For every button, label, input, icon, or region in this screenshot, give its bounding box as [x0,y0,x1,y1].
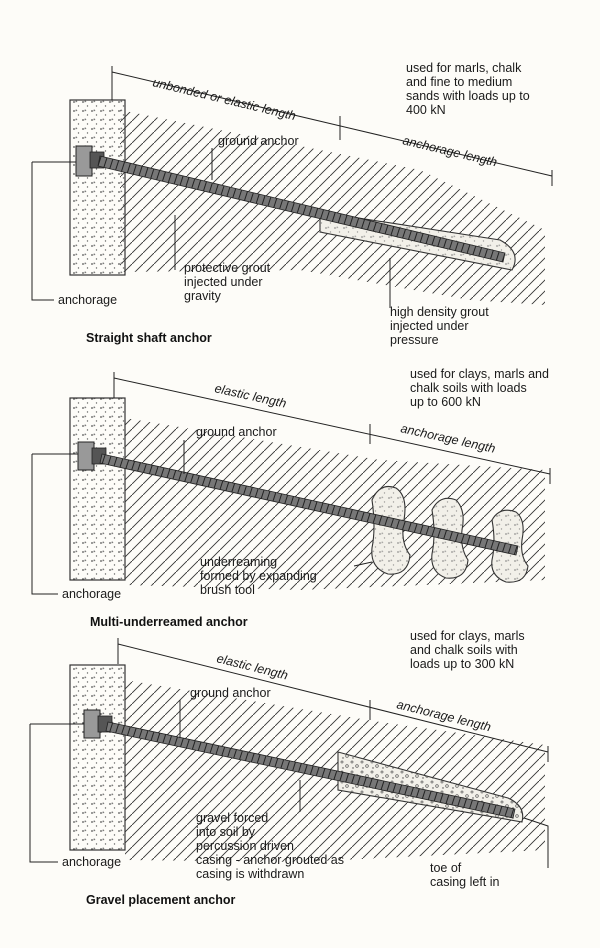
leader-anchorage [31,454,58,595]
tendon [99,453,519,556]
dimension-line [117,643,549,753]
use-note: used for clays, marls and chalk soils wi… [410,629,528,671]
anchorage-length-label: anchorage length [399,421,496,456]
caption: Multi-underreamed anchor [90,615,248,629]
ground-anchor-label: ground anchor [190,686,271,700]
tendon [97,155,506,263]
retaining-wall [69,397,126,581]
caption: Gravel placement anchor [86,893,236,907]
use-note: used for marls, chalk and fine to medium… [406,61,533,117]
protective-grout-label: protective grout injected under gravity [184,261,274,303]
use-note: used for clays, marls and chalk soils wi… [410,367,552,409]
retaining-wall [69,664,126,851]
anchor-head [77,441,95,471]
tendon [105,721,516,819]
anchor-head [75,145,93,177]
leader-anchorage [29,724,58,863]
toe-label: toe of casing left in [430,861,500,889]
anchor-head [83,709,101,739]
anchorage-label: anchorage [62,855,121,869]
underreaming-label: underreaming formed by expanding brush t… [200,555,320,597]
dimension-line [111,71,553,177]
dimension-line [113,377,551,475]
caption: Straight shaft anchor [86,331,212,345]
free-length-label: elastic length [213,381,287,410]
anchorage-length-label: anchorage length [401,133,498,169]
anchorage-label: anchorage [62,587,121,601]
leader-underreaming [353,561,373,567]
leader-anchorage [31,162,54,301]
panel-straight-shaft: unbonded or elastic length anchorage len… [31,61,553,347]
panel-gravel-placement: elastic length anchorage length ground a… [29,629,549,907]
free-length-label: unbonded or elastic length [151,75,297,123]
anchorage-label: anchorage [58,293,117,307]
ground-anchor-label: ground anchor [196,425,277,439]
panel-multi-underreamed: elastic length anchorage length ground a… [31,367,552,629]
high-density-grout-label: high density grout injected under pressu… [390,305,492,347]
soil-hatch [120,110,545,305]
ground-anchor-label: ground anchor [218,134,299,148]
leader-toe [523,817,549,868]
retaining-wall [69,99,126,276]
gravel-label: gravel forced into soil by percussion dr… [196,811,348,881]
